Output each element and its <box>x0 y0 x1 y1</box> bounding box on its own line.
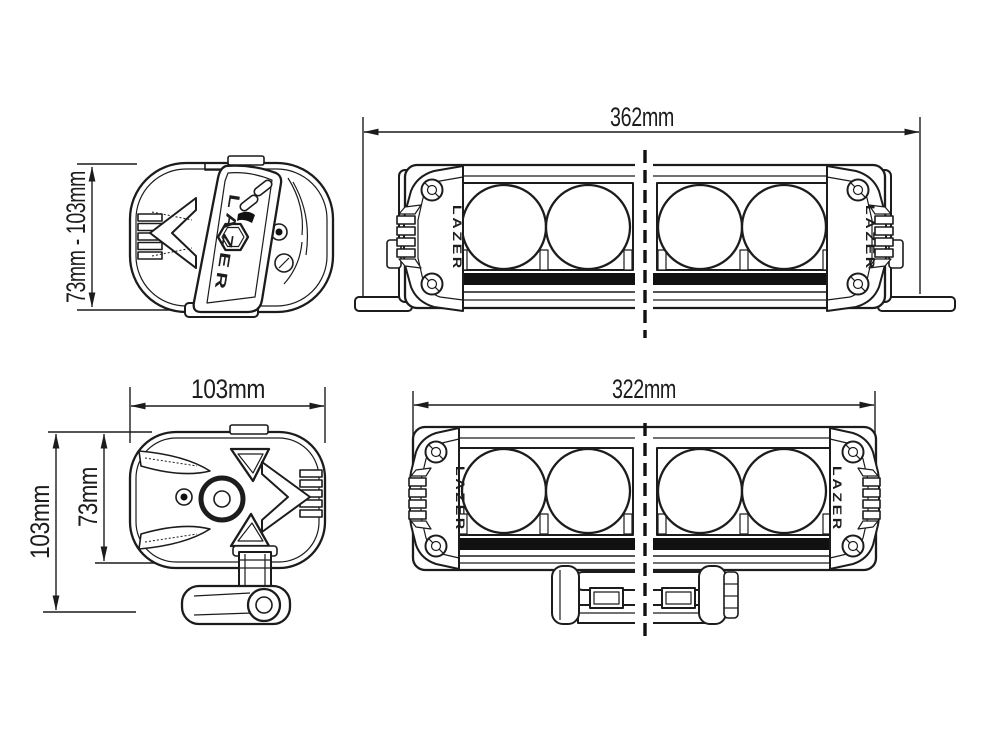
dim-label-overall-height: 103mm <box>25 485 55 559</box>
dim-label-width: 322mm <box>612 374 676 404</box>
end-cap-left: LAZER <box>408 427 465 570</box>
lens-circle <box>740 183 828 271</box>
strap-slot <box>239 194 259 212</box>
triangle-inner <box>237 453 264 474</box>
hatch-line <box>151 211 193 221</box>
hatch-line <box>144 533 198 543</box>
strap-detail-wedge <box>237 211 255 223</box>
screw-icon <box>846 178 870 202</box>
screw-icon <box>424 534 448 558</box>
screw-icon <box>420 178 444 202</box>
screw-icon <box>175 488 193 506</box>
lens-circle <box>544 183 632 271</box>
lens-circle <box>460 447 548 535</box>
mount-knob <box>723 571 739 619</box>
top-mount-tab <box>227 155 265 166</box>
lens-circle <box>544 447 632 535</box>
mount-neck <box>238 551 272 589</box>
lens-circle <box>460 183 548 271</box>
dim-label-width: 362mm <box>610 102 674 132</box>
fin-cowl-chevron <box>261 461 311 533</box>
top-mount-tab <box>229 424 269 435</box>
pivot-bolt-inner <box>255 596 273 614</box>
lens-circle <box>740 447 828 535</box>
heatsink-fins <box>299 469 323 518</box>
screw-icon <box>846 272 870 296</box>
mount-side-cap <box>551 565 580 625</box>
dim-label-height-range: 73mm - 103mm <box>61 171 91 303</box>
lens-circle <box>656 183 744 271</box>
screw-icon <box>274 253 294 273</box>
body-contour-line <box>287 177 304 236</box>
mount-window <box>661 587 696 609</box>
view-front-pedestal: 322mm LAZER <box>408 374 881 637</box>
lens-circle <box>656 447 744 535</box>
end-cap-right: LAZER <box>826 165 894 312</box>
reflector-posts <box>458 513 832 535</box>
screw-icon <box>841 440 865 464</box>
lazer-logo-text: LAZER <box>453 466 465 532</box>
lazer-logo-text: LAZER <box>450 205 462 271</box>
pivot-boss-center <box>213 490 231 508</box>
hatch-line <box>144 457 198 467</box>
fin-cowl-chevron <box>149 197 197 269</box>
view-front-brackets: 362mm <box>354 102 956 338</box>
mount-window <box>589 587 624 609</box>
lazer-logo-text: LAZER <box>830 466 842 532</box>
body-contour-line <box>283 241 303 285</box>
view-side-pedestal: 103mm 73mm 103mm <box>25 374 327 626</box>
dim-label-body-height: 73mm <box>73 467 103 527</box>
strap-inner-line <box>206 172 273 304</box>
triangle-inner <box>237 522 264 542</box>
strap-slot <box>253 179 273 197</box>
dim-label-width: 103mm <box>191 374 265 404</box>
body-contour-line <box>292 181 309 256</box>
lazer-logo-text: LAZER <box>863 205 875 271</box>
end-cap-right: LAZER <box>829 427 881 570</box>
screw-icon <box>424 440 448 464</box>
view-side-clamp: 73mm - 103mm <box>61 155 335 318</box>
mount-side-cap <box>698 565 727 625</box>
hatch-line <box>151 247 193 257</box>
end-cap-left: LAZER <box>396 165 464 312</box>
hex-bolt <box>216 222 250 252</box>
screw-icon <box>420 272 444 296</box>
screw-icon <box>841 534 865 558</box>
